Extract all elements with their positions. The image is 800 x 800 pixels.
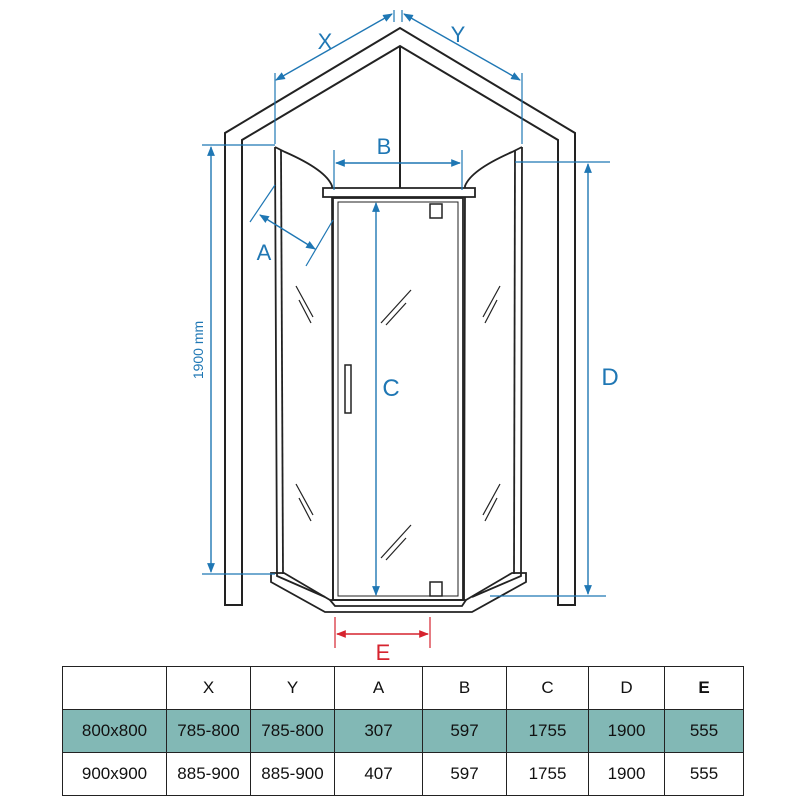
door-handle — [344, 364, 352, 414]
dimension-e-label: E — [376, 640, 391, 660]
dimensions-table: X Y A B C D E 800x800 785-800 785-800 30… — [62, 666, 744, 796]
dimension-y-label: Y — [451, 22, 466, 47]
table-row: 900x900 885-900 885-900 407 597 1755 190… — [62, 752, 744, 796]
table-cell: 785-800 — [166, 709, 251, 753]
table-cell: 800x800 — [62, 709, 167, 753]
dimension-e: E — [334, 617, 431, 660]
dimension-a-label: A — [257, 240, 272, 265]
table-header-cell: X — [166, 666, 251, 710]
table-row: 800x800 785-800 785-800 307 597 1755 190… — [62, 709, 744, 753]
table-cell: 1900 — [588, 709, 665, 753]
table-cell: 885-900 — [166, 752, 251, 796]
dimension-d-label: D — [601, 364, 618, 391]
table-header-cell: Y — [250, 666, 335, 710]
side-panel-left — [274, 146, 334, 601]
table-cell: 597 — [422, 709, 507, 753]
table-header-cell: A — [334, 666, 423, 710]
dimension-b: B — [333, 134, 463, 190]
table-cell: 555 — [664, 752, 744, 796]
dimension-d: D — [490, 161, 619, 597]
table-cell: 885-900 — [250, 752, 335, 796]
dimension-c-label: C — [382, 375, 399, 402]
dimension-x-label: X — [318, 29, 333, 54]
table-header-cell: D — [588, 666, 665, 710]
side-panel-right — [463, 146, 523, 601]
table-cell: 407 — [334, 752, 423, 796]
table-header-cell — [62, 666, 167, 710]
pivot-door — [332, 197, 464, 601]
glass-reflections — [295, 285, 501, 561]
table-header-cell: B — [422, 666, 507, 710]
table-header-row: X Y A B C D E — [62, 666, 744, 710]
table-cell: 785-800 — [250, 709, 335, 753]
bottom-hinge — [429, 581, 443, 597]
table-header-cell: E — [664, 666, 744, 710]
table-cell: 307 — [334, 709, 423, 753]
top-hinge — [429, 203, 443, 219]
table-cell: 1755 — [506, 709, 589, 753]
dimension-y: Y — [401, 10, 523, 144]
dimension-c: C — [372, 202, 400, 596]
shower-enclosure-diagram: X Y B A 1900 mm C D — [190, 10, 619, 660]
table-cell: 555 — [664, 709, 744, 753]
dimension-height-label: 1900 mm — [190, 321, 206, 379]
shower-tray — [270, 572, 527, 613]
table-cell: 900x900 — [62, 752, 167, 796]
top-rail — [322, 187, 476, 198]
table-cell: 1900 — [588, 752, 665, 796]
dimension-x: X — [274, 10, 395, 144]
dimension-a: A — [249, 184, 334, 267]
table-cell: 597 — [422, 752, 507, 796]
table-header-cell: C — [506, 666, 589, 710]
dimension-height: 1900 mm — [190, 144, 275, 575]
dimension-b-label: B — [377, 134, 392, 159]
table-cell: 1755 — [506, 752, 589, 796]
